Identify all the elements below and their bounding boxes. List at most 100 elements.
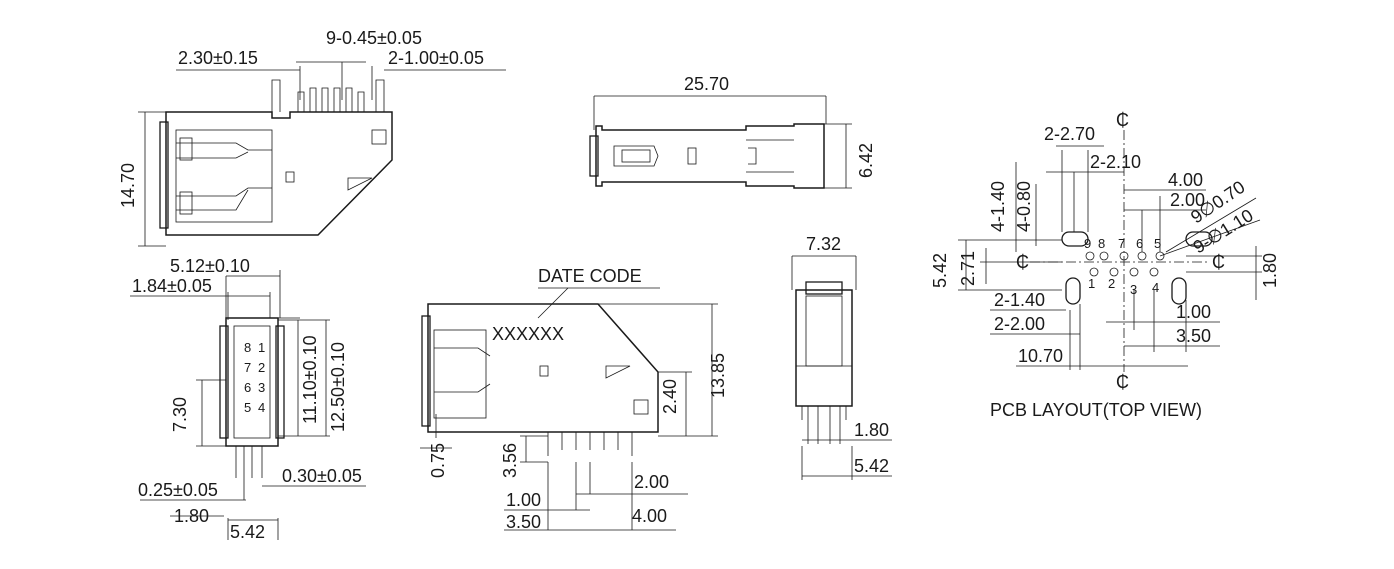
svg-text:6: 6 xyxy=(244,380,251,395)
front-view-body xyxy=(225,317,279,447)
svg-text:5: 5 xyxy=(244,400,251,415)
dim-end-width: 7.32 xyxy=(806,234,841,254)
dim-front-inner: 1.84±0.05 xyxy=(132,276,212,296)
dim-front-pitch: 1.80 xyxy=(174,506,209,526)
dim-front-h1: 11.10±0.10 xyxy=(300,335,320,424)
dim-pcb-v3: 5.42 xyxy=(930,253,950,288)
dim-line-side-pitches xyxy=(504,462,688,531)
bottom-view-rear xyxy=(746,139,794,173)
dim-length: 25.70 xyxy=(684,74,729,94)
dim-side-mid: 2.40 xyxy=(660,379,680,414)
front-view-cavity xyxy=(233,325,271,439)
dim-line-pcb-vertical xyxy=(958,162,1062,291)
bottom-view-flange xyxy=(589,135,599,177)
top-view-hole xyxy=(371,129,387,145)
centerline-symbol-top: ₵ xyxy=(1116,110,1129,130)
dim-line-side-mid xyxy=(658,371,692,436)
svg-text:1: 1 xyxy=(1088,276,1095,291)
dim-height: 14.70 xyxy=(118,163,138,208)
bottom-view: 25.70 6.42 xyxy=(589,74,876,189)
end-view-pins xyxy=(807,406,841,444)
top-view-latch-1 xyxy=(179,137,193,161)
svg-text:7: 7 xyxy=(244,360,251,375)
end-view-body xyxy=(795,289,853,407)
dim-side-stand: 0.75 xyxy=(428,443,448,478)
end-view-lines xyxy=(796,365,852,420)
side-view-contacts xyxy=(434,347,491,393)
svg-text:5: 5 xyxy=(1154,236,1161,251)
dim-line-front-width xyxy=(225,270,281,318)
svg-text:1: 1 xyxy=(258,340,265,355)
side-view-port xyxy=(433,329,487,419)
dim-front-pin-thickness: 0.30±0.05 xyxy=(282,466,362,486)
dim-offset: 2.30±0.15 xyxy=(178,48,258,68)
front-view-pins xyxy=(235,446,263,500)
end-view: 7.32 1.80 5.42 xyxy=(791,234,892,480)
side-view-flange xyxy=(421,315,431,427)
top-view-pins xyxy=(271,79,385,112)
dim-line-end-width xyxy=(791,255,857,290)
end-view-top-cap xyxy=(805,281,843,295)
side-view: DATE CODE XXXXXX 13.85 2.40 0.75 3.56 1.… xyxy=(420,266,728,532)
dim-line-side-total xyxy=(598,303,718,437)
svg-text:8: 8 xyxy=(244,340,251,355)
dim-side-pin-len: 3.56 xyxy=(500,443,520,478)
pcb-slot-top-left xyxy=(1061,231,1089,247)
dim-front-h3: 7.30 xyxy=(170,397,190,432)
top-view-flange xyxy=(159,121,169,229)
bottom-view-spring xyxy=(621,149,651,163)
dim-line-pcb-horizontal-left xyxy=(990,304,1081,370)
bottom-view-latch xyxy=(613,145,659,167)
dim-front-width: 5.12±0.10 xyxy=(170,256,250,276)
dim-line-front-inner xyxy=(130,292,271,320)
dim-side-p1: 1.00 xyxy=(506,490,541,510)
dim-line-hole-leaders xyxy=(1159,197,1261,257)
top-view-port xyxy=(175,129,273,223)
svg-text:9: 9 xyxy=(1084,236,1091,251)
dim-pcb-v5: 1.80 xyxy=(1260,253,1280,288)
dim-line-peg xyxy=(371,66,506,100)
side-view-tab xyxy=(605,365,631,379)
top-view-body xyxy=(165,111,393,236)
dim-pcb-h4: 3.50 xyxy=(1176,326,1211,346)
bottom-view-body xyxy=(595,123,825,189)
pcb-pin-numbers: 9 8 7 6 5 1 2 3 4 xyxy=(1084,236,1161,297)
top-view-marker xyxy=(285,171,295,183)
dim-pcb-slot-pitch: 2-2.10 xyxy=(1090,152,1141,172)
dim-end-pitch: 1.80 xyxy=(854,420,889,440)
side-view-pins xyxy=(547,432,633,456)
svg-text:6: 6 xyxy=(1136,236,1143,251)
svg-text:4: 4 xyxy=(258,400,265,415)
dim-side-p2: 2.00 xyxy=(634,472,669,492)
dim-pcb-v1: 4-1.40 xyxy=(988,181,1008,232)
dim-pcb-h3: 1.00 xyxy=(1176,302,1211,322)
dim-pcb-v4: 2.71 xyxy=(958,251,978,286)
dim-pcb-4: 4.00 xyxy=(1168,170,1203,190)
side-view-hole xyxy=(633,399,649,415)
dim-pcb-v2: 4-0.80 xyxy=(1014,181,1034,232)
pcb-layout: ₵ ₵ ₵ ₵ 9 8 7 6 5 1 2 xyxy=(930,110,1280,420)
dim-side-p3: 3.50 xyxy=(506,512,541,532)
dim-line-side-pin-len xyxy=(520,435,548,463)
top-view-contact-2 xyxy=(176,187,272,211)
date-code-value: XXXXXX xyxy=(492,324,564,344)
pcb-slot-bottom-right xyxy=(1171,277,1187,305)
dim-front-h2: 12.50±0.10 xyxy=(328,342,348,432)
top-view-latch-2 xyxy=(179,191,193,215)
dim-side-p4: 4.00 xyxy=(632,506,667,526)
dim-pcb-slot-width: 2-2.70 xyxy=(1044,124,1095,144)
top-view-tab xyxy=(347,177,373,191)
dim-line-pitch xyxy=(296,61,366,100)
dim-end-span: 5.42 xyxy=(854,456,889,476)
centerline-symbol-bottom: ₵ xyxy=(1116,372,1129,392)
centerline-symbol-right: ₵ xyxy=(1212,252,1225,272)
dim-line-side-stand xyxy=(420,414,452,449)
dim-pcb-h1: 2-1.40 xyxy=(994,290,1045,310)
dim-line-bottom-height xyxy=(824,123,852,189)
dim-line-slot-pitch xyxy=(1046,171,1124,232)
pcb-slot-bottom-left xyxy=(1065,277,1081,305)
pcb-holes-bottom xyxy=(1089,267,1159,277)
svg-text:3: 3 xyxy=(1130,282,1137,297)
pcb-layout-title: PCB LAYOUT(TOP VIEW) xyxy=(990,400,1202,420)
